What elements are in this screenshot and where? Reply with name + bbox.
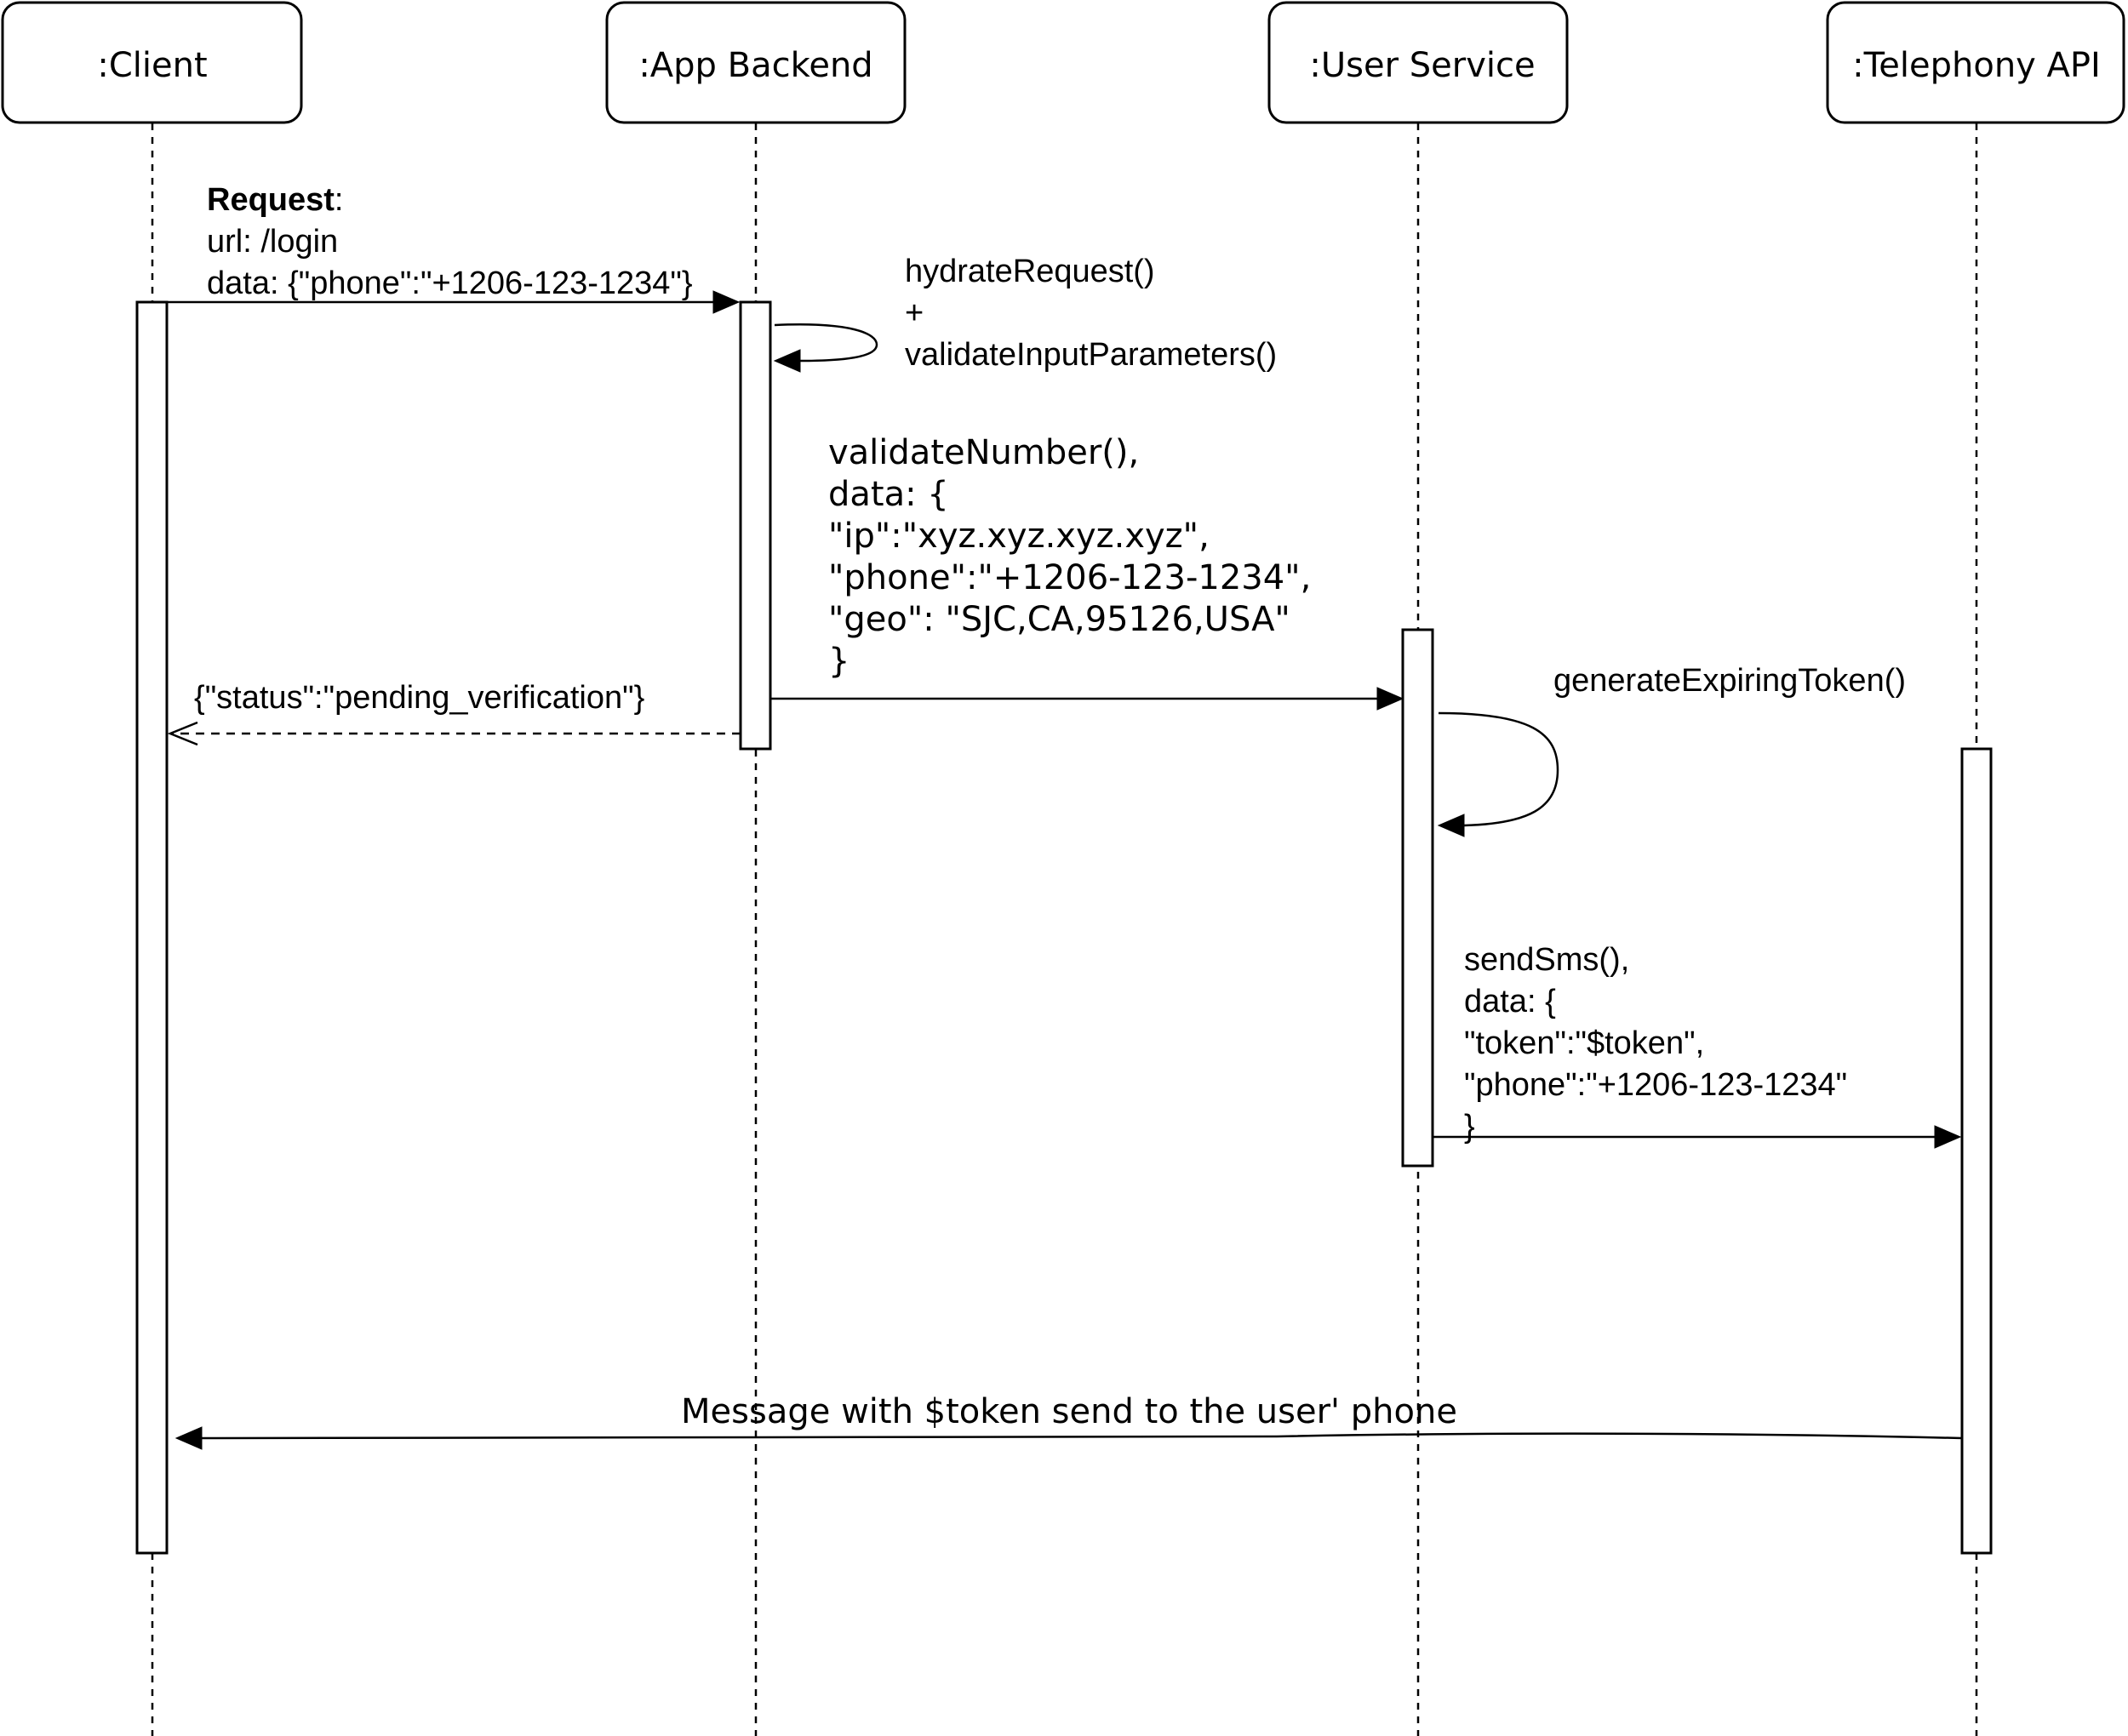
message-status-return: {"status":"pending_verification"}	[167, 680, 741, 746]
generate-token-self-loop	[1438, 711, 1559, 827]
hydrate-label-line2: +	[905, 295, 924, 331]
status-return-arrowhead	[167, 721, 198, 746]
generate-token-label: generateExpiringToken()	[1553, 663, 1906, 699]
message-hydrate-validate: hydrateRequest() + validateInputParamete…	[773, 254, 1277, 373]
message-validate-number: validateNumber(), data: { "ip":"xyz.xyz.…	[770, 433, 1404, 711]
validate-number-label-line4: "phone":"+1206-123-1234",	[828, 558, 1311, 597]
sms-delivery-arrowhead	[174, 1426, 203, 1450]
actor-telephony-api-label: :Telephony API	[1852, 46, 2101, 85]
status-return-label: {"status":"pending_verification"}	[194, 680, 644, 716]
hydrate-label-line1: hydrateRequest()	[905, 254, 1155, 289]
actor-telephony-api: :Telephony API	[1826, 1, 2125, 124]
actor-client: :Client	[1, 1, 303, 124]
validate-number-label-line1: validateNumber(),	[828, 433, 1139, 472]
validate-number-label-line2: data: {	[828, 475, 949, 514]
request-arrowhead	[712, 290, 741, 314]
send-sms-label-line4: "phone":"+1206-123-1234"	[1464, 1067, 1847, 1103]
actor-client-label: :Client	[97, 46, 207, 85]
sms-delivery-arrow-line	[199, 1432, 1963, 1440]
validate-number-label-line5: "geo": "SJC,CA,95126,USA"	[828, 600, 1290, 639]
validate-number-label-line3: "ip":"xyz.xyz.xyz.xyz",	[828, 517, 1210, 556]
actor-user-service-label: :User Service	[1309, 46, 1535, 85]
hydrate-arrowhead	[773, 349, 801, 373]
hydrate-self-loop	[774, 323, 878, 363]
message-generate-token: generateExpiringToken()	[1437, 663, 1906, 837]
actor-app-backend: :App Backend	[605, 1, 907, 124]
send-sms-label-line5: }	[1464, 1109, 1475, 1145]
request-label-title: Request:	[207, 182, 343, 218]
validate-number-arrowhead	[1376, 687, 1404, 711]
activation-app-backend	[739, 300, 772, 751]
activation-user-service	[1401, 628, 1434, 1168]
sms-delivery-label: Message with $token send to the user' ph…	[681, 1392, 1457, 1431]
actor-app-backend-label: :App Backend	[638, 46, 872, 85]
message-send-sms: sendSms(), data: { "token":"$token", "ph…	[1433, 942, 1962, 1149]
request-label-url: url: /login	[207, 224, 338, 260]
activation-client	[135, 300, 169, 1555]
request-label-data: data: {"phone":"+1206-123-1234"}	[207, 266, 693, 301]
validate-number-label-line6: }	[828, 642, 849, 681]
send-sms-arrowhead	[1934, 1125, 1962, 1149]
message-sms-delivery: Message with $token send to the user' ph…	[174, 1392, 1963, 1450]
activation-telephony-api	[1960, 747, 1993, 1555]
hydrate-label-line3: validateInputParameters()	[905, 337, 1277, 373]
generate-token-arrowhead	[1437, 814, 1465, 837]
send-sms-label-line3: "token":"$token",	[1464, 1025, 1704, 1061]
message-request: Request: url: /login data: {"phone":"+12…	[167, 182, 741, 314]
actor-user-service: :User Service	[1267, 1, 1569, 124]
send-sms-label-line2: data: {	[1464, 984, 1556, 1019]
send-sms-label-line1: sendSms(),	[1464, 942, 1629, 978]
